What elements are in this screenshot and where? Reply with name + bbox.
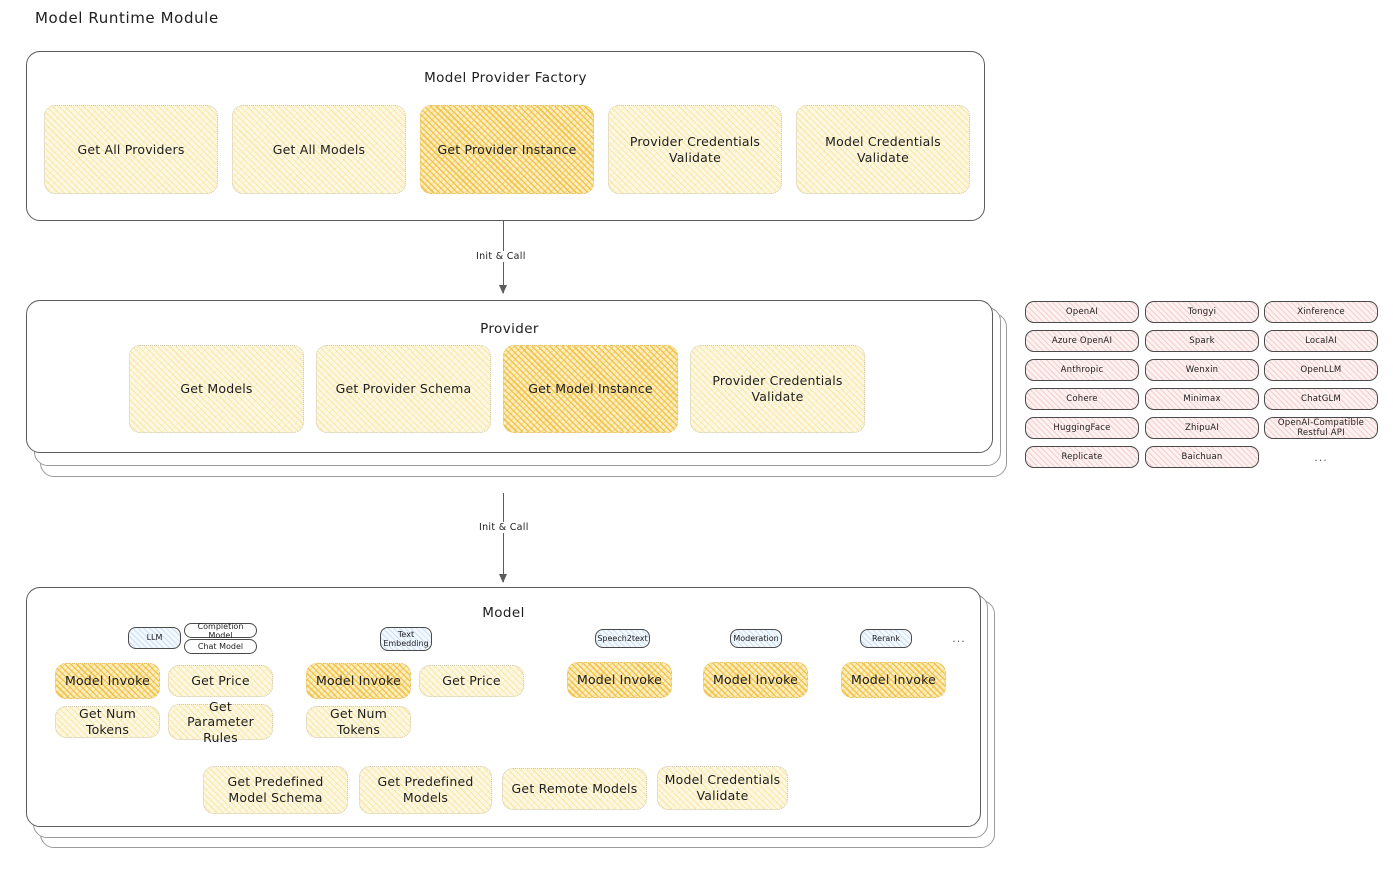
provider-chip-anthropic[interactable]: Anthropic bbox=[1025, 359, 1139, 381]
llm-method-model-invoke-label: Model Invoke bbox=[64, 673, 151, 689]
factory-card-provider-credentials-validate[interactable]: Provider Credentials Validate bbox=[608, 105, 782, 194]
model-type-chip-speech2text[interactable]: Speech2text bbox=[595, 629, 650, 648]
factory-card-get-all-providers[interactable]: Get All Providers bbox=[44, 105, 218, 194]
model-shared-method-model-credentials-validate[interactable]: Model Credentials Validate bbox=[657, 766, 788, 810]
rerank-method-model-invoke-label: Model Invoke bbox=[850, 672, 937, 688]
factory-card-get-all-models[interactable]: Get All Models bbox=[232, 105, 406, 194]
text-embedding-method-get-num-tokens[interactable]: Get Num Tokens bbox=[306, 706, 411, 738]
moderation-method-model-invoke[interactable]: Model Invoke bbox=[703, 662, 808, 698]
provider-chip-tongyi[interactable]: Tongyi bbox=[1145, 301, 1259, 323]
speech2text-method-model-invoke[interactable]: Model Invoke bbox=[567, 662, 672, 698]
model-shared-method-get-predefined-model-schema[interactable]: Get Predefined Model Schema bbox=[203, 766, 348, 814]
moderation-method-model-invoke-label: Model Invoke bbox=[712, 672, 799, 688]
arrow-head bbox=[498, 285, 507, 294]
provider-chip-spark[interactable]: Spark bbox=[1145, 330, 1259, 352]
arrow-head bbox=[498, 574, 507, 583]
provider-card-provider-credentials-validate[interactable]: Provider Credentials Validate bbox=[690, 345, 865, 433]
provider-card-get-model-instance-label: Get Model Instance bbox=[528, 381, 653, 397]
arrow-provider-to-model bbox=[494, 493, 512, 583]
llm-method-get-price[interactable]: Get Price bbox=[168, 665, 273, 697]
provider-chip-openllm[interactable]: OpenLLM bbox=[1264, 359, 1378, 381]
speech2text-method-model-invoke-label: Model Invoke bbox=[576, 672, 663, 688]
provider-card-get-models[interactable]: Get Models bbox=[129, 345, 304, 433]
model-type-chip-llm[interactable]: LLM bbox=[128, 627, 181, 649]
provider-chip-replicate[interactable]: Replicate bbox=[1025, 446, 1139, 468]
model-type-chip-text-embedding[interactable]: Text Embedding bbox=[380, 627, 432, 651]
factory-card-model-credentials-validate[interactable]: Model Credentials Validate bbox=[796, 105, 970, 194]
model-shared-method-get-remote-models[interactable]: Get Remote Models bbox=[502, 768, 647, 810]
text-embedding-method-get-price[interactable]: Get Price bbox=[419, 665, 524, 697]
provider-chip-azure-openai[interactable]: Azure OpenAI bbox=[1025, 330, 1139, 352]
model-shared-method-get-predefined-models[interactable]: Get Predefined Models bbox=[359, 766, 492, 814]
model-subtype-chip-chat-model[interactable]: Chat Model bbox=[184, 639, 257, 654]
provider-chip-localai[interactable]: LocalAI bbox=[1264, 330, 1378, 352]
provider-chip-minimax[interactable]: Minimax bbox=[1145, 388, 1259, 410]
model-type-chip-moderation[interactable]: Moderation bbox=[730, 629, 782, 648]
page-title: Model Runtime Module bbox=[35, 9, 219, 27]
provider-chip-cohere[interactable]: Cohere bbox=[1025, 388, 1139, 410]
provider-card-get-provider-schema[interactable]: Get Provider Schema bbox=[316, 345, 491, 433]
llm-method-get-num-tokens[interactable]: Get Num Tokens bbox=[55, 706, 160, 738]
provider-chip-huggingface[interactable]: HuggingFace bbox=[1025, 417, 1139, 439]
model-types-more-ellipsis: ... bbox=[952, 632, 966, 645]
provider-chip-zhipuai[interactable]: ZhipuAI bbox=[1145, 417, 1259, 439]
provider-chip-openai[interactable]: OpenAI bbox=[1025, 301, 1139, 323]
model-subtype-chip-completion-model[interactable]: Completion Model bbox=[184, 622, 257, 640]
arrow-label-init-call-2: Init & Call bbox=[475, 522, 533, 533]
text-embedding-method-model-invoke-label: Model Invoke bbox=[315, 673, 402, 689]
model-type-chip-rerank[interactable]: Rerank bbox=[860, 629, 912, 648]
rerank-method-model-invoke[interactable]: Model Invoke bbox=[841, 662, 946, 698]
arrow-label-init-call-1: Init & Call bbox=[472, 251, 530, 262]
factory-card-get-provider-instance[interactable]: Get Provider Instance bbox=[420, 105, 594, 194]
provider-card-get-model-instance[interactable]: Get Model Instance bbox=[503, 345, 678, 433]
provider-chip-xinference[interactable]: Xinference bbox=[1264, 301, 1378, 323]
provider-list-more-ellipsis: ... bbox=[1314, 450, 1328, 464]
model-panel-title: Model bbox=[482, 605, 525, 621]
llm-method-get-parameter-rules[interactable]: Get Parameter Rules bbox=[168, 699, 273, 745]
provider-chip-chatglm[interactable]: ChatGLM bbox=[1264, 388, 1378, 410]
text-embedding-method-model-invoke[interactable]: Model Invoke bbox=[306, 663, 411, 699]
factory-card-get-provider-instance-label: Get Provider Instance bbox=[437, 141, 577, 157]
provider-chip-openai-compatible-restful-api[interactable]: OpenAI-Compatible Restful API bbox=[1264, 417, 1378, 439]
provider-panel-title: Provider bbox=[480, 321, 539, 337]
arrow-line bbox=[503, 493, 504, 582]
provider-chip-wenxin[interactable]: Wenxin bbox=[1145, 359, 1259, 381]
model-provider-factory-title: Model Provider Factory bbox=[424, 70, 587, 86]
llm-method-model-invoke[interactable]: Model Invoke bbox=[55, 663, 160, 699]
provider-chip-baichuan[interactable]: Baichuan bbox=[1145, 446, 1259, 468]
